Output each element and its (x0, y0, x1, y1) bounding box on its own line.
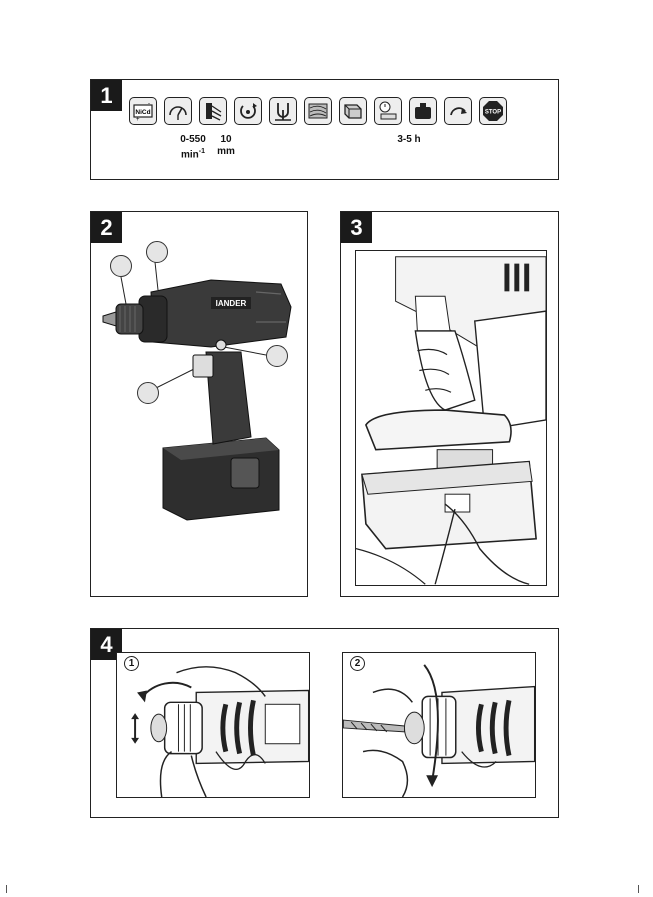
step-1-marker: 1 (124, 656, 139, 671)
panel-4: 4 1 (90, 628, 559, 818)
speed-unit: min (181, 149, 199, 160)
charging-time-icon (374, 97, 402, 125)
drill-capacity-icon (199, 97, 227, 125)
symbol-row: NiCd + - (129, 97, 507, 125)
panel-number-3: 3 (341, 212, 372, 243)
reverse-icon (444, 97, 472, 125)
chuck-open-illustration (116, 652, 310, 798)
wood-icon (304, 97, 332, 125)
bit-insert-illustration (342, 652, 536, 798)
panel-2: 2 IANDER (90, 211, 308, 597)
crop-mark-right (638, 885, 639, 893)
charge-time-spec: 3-5 h (389, 134, 429, 146)
nicd-label: NiCd (135, 109, 150, 116)
crop-mark-left (6, 885, 7, 893)
speed-value: 0-550 (173, 134, 213, 146)
stop-label: STOP (485, 110, 501, 116)
panel-number-1: 1 (91, 80, 122, 111)
nicd-battery-icon: NiCd + - (129, 97, 157, 125)
svg-text:-: - (148, 101, 150, 107)
svg-text:+: + (136, 117, 140, 122)
callout-torque-ring (146, 241, 168, 263)
stop-icon: STOP (479, 97, 507, 125)
brand-label: IANDER (216, 299, 247, 308)
rotation-icon (234, 97, 262, 125)
weight-icon (409, 97, 437, 125)
speed-gauge-icon (164, 97, 192, 125)
speed-exponent: -1 (199, 148, 205, 155)
panel-3: 3 (340, 211, 559, 597)
callout-direction-switch (266, 345, 288, 367)
drill-unit: mm (209, 146, 243, 158)
step-2-marker: 2 (350, 656, 365, 671)
speed-spec: 0-550 min-1 (173, 134, 213, 161)
callout-trigger (137, 382, 159, 404)
steel-icon (339, 97, 367, 125)
drill-value: 10 (209, 134, 243, 146)
chuck-icon (269, 97, 297, 125)
drill-spec: 10 mm (209, 134, 243, 158)
battery-removal-illustration (355, 250, 547, 586)
panel-1: 1 NiCd + - (90, 79, 559, 180)
callout-chuck (110, 255, 132, 277)
